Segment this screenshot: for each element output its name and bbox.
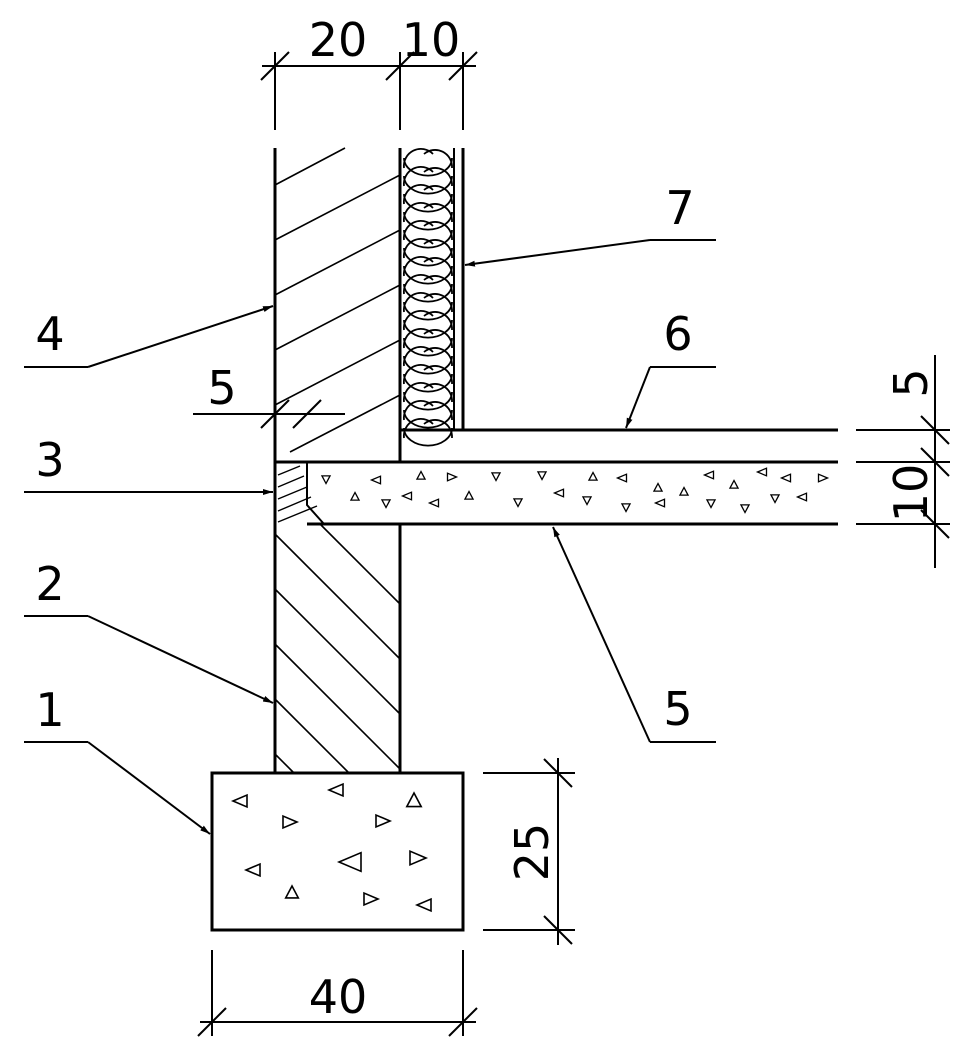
aggregate-symbol: [552, 488, 565, 498]
insulation-loop: [423, 383, 453, 403]
insulation-loop: [423, 365, 453, 385]
insulation-loop: [423, 203, 453, 223]
insulation-loop: [423, 347, 453, 367]
insulation-loop: [403, 373, 453, 393]
insulation-loop: [423, 167, 453, 187]
aggregate-symbol: [414, 897, 432, 913]
aggregate-symbol: [755, 467, 768, 477]
floor-top-layer: [398, 428, 838, 462]
callout-7: 7: [665, 181, 694, 235]
insulation-loop: [403, 247, 453, 267]
aggregate-symbol: [536, 471, 548, 481]
insulation-loop: [423, 257, 453, 277]
insulation-loop: [423, 329, 453, 349]
insulation-loop: [403, 337, 453, 357]
dimension-gap: [193, 399, 345, 429]
leader-lines: [24, 239, 716, 835]
insulation-loop: [403, 265, 453, 285]
insulation-loop: [423, 221, 453, 241]
insulation-loop: [423, 311, 453, 331]
aggregate-symbol: [678, 486, 690, 496]
insulation-loop: [403, 229, 453, 249]
footing: [210, 771, 465, 932]
callout-1: 1: [35, 683, 64, 737]
aggregate-symbol: [427, 498, 440, 508]
insulation-loop: [403, 193, 453, 213]
aggregate-symbol: [375, 813, 393, 829]
aggregate-symbol: [615, 473, 628, 483]
insulation-loop: [423, 185, 453, 205]
upper-wall: [273, 147, 402, 462]
callout-3: 3: [35, 433, 64, 487]
aggregate-symbol: [728, 479, 740, 489]
aggregate-symbol: [779, 473, 792, 483]
aggregate-symbol: [739, 504, 751, 514]
insulation-loop: [423, 401, 453, 421]
aggregate-symbol: [769, 494, 781, 504]
aggregate-symbol: [463, 490, 475, 500]
insulation-loop: [403, 391, 453, 411]
aggregate-symbol: [446, 472, 459, 482]
insulation-loop: [403, 427, 453, 447]
dimension-floor-top: 5: [884, 368, 938, 397]
insulation-loop: [423, 239, 453, 259]
dimension-footing-height-value: 25: [505, 823, 559, 882]
aggregate-symbol: [587, 471, 599, 481]
aggregate-symbol: [490, 472, 502, 482]
dimension-insulation-width: 10: [402, 13, 461, 67]
aggregate-symbol: [400, 491, 413, 501]
dimension-right: [856, 355, 950, 568]
aggregate-symbol: [581, 496, 593, 506]
dimension-gap-value: 5: [207, 361, 236, 415]
insulation-loop: [403, 211, 453, 231]
dimension-floor-slab: 10: [884, 464, 938, 523]
aggregate-symbol: [409, 849, 429, 867]
aggregate-symbol: [405, 791, 423, 808]
dimension-wall-width: 20: [309, 13, 368, 67]
insulation-loop: [403, 355, 453, 375]
dimension-footing-width: [197, 950, 478, 1037]
aggregate-symbol: [795, 492, 808, 502]
aggregate-symbol: [415, 470, 427, 480]
callout-4: 4: [35, 307, 64, 361]
edge-insert-3: [273, 462, 318, 524]
insulation-loop: [423, 293, 453, 313]
aggregate-symbol: [336, 851, 362, 873]
callout-2: 2: [35, 557, 64, 611]
callout-5: 5: [663, 682, 692, 736]
aggregate-symbol: [620, 503, 632, 513]
insulation-layer: [403, 148, 465, 447]
insulation-loop: [403, 283, 453, 303]
insulation-loop: [403, 301, 453, 321]
aggregate-symbol: [653, 498, 666, 508]
aggregate-symbol: [284, 884, 300, 899]
aggregate-symbol: [320, 475, 332, 485]
insulation-loop: [423, 149, 453, 169]
aggregate-symbol: [705, 499, 717, 509]
aggregate-symbol: [369, 475, 382, 485]
aggregate-symbol: [363, 891, 381, 907]
dimension-top: [260, 51, 478, 130]
aggregate-symbol: [512, 498, 524, 508]
aggregate-symbol: [230, 793, 248, 809]
aggregate-symbol: [243, 862, 261, 878]
dimension-footing-width-value: 40: [309, 970, 368, 1024]
aggregate-symbol: [380, 499, 392, 509]
aggregate-symbol: [282, 814, 300, 830]
floor-slab: [275, 460, 838, 526]
insulation-loop: [423, 275, 453, 295]
aggregate-symbol: [652, 482, 664, 492]
aggregate-symbol: [326, 782, 344, 798]
aggregate-symbol: [817, 473, 830, 483]
insulation-loop: [403, 157, 453, 177]
aggregate-symbol: [349, 491, 361, 501]
insulation-loop: [403, 175, 453, 195]
aggregate-symbol: [702, 470, 715, 480]
lower-wall: [273, 523, 402, 774]
callout-6: 6: [663, 307, 692, 361]
insulation-loop: [403, 319, 453, 339]
dimension-footing-height: [483, 758, 575, 945]
insulation-loop: [403, 409, 453, 429]
